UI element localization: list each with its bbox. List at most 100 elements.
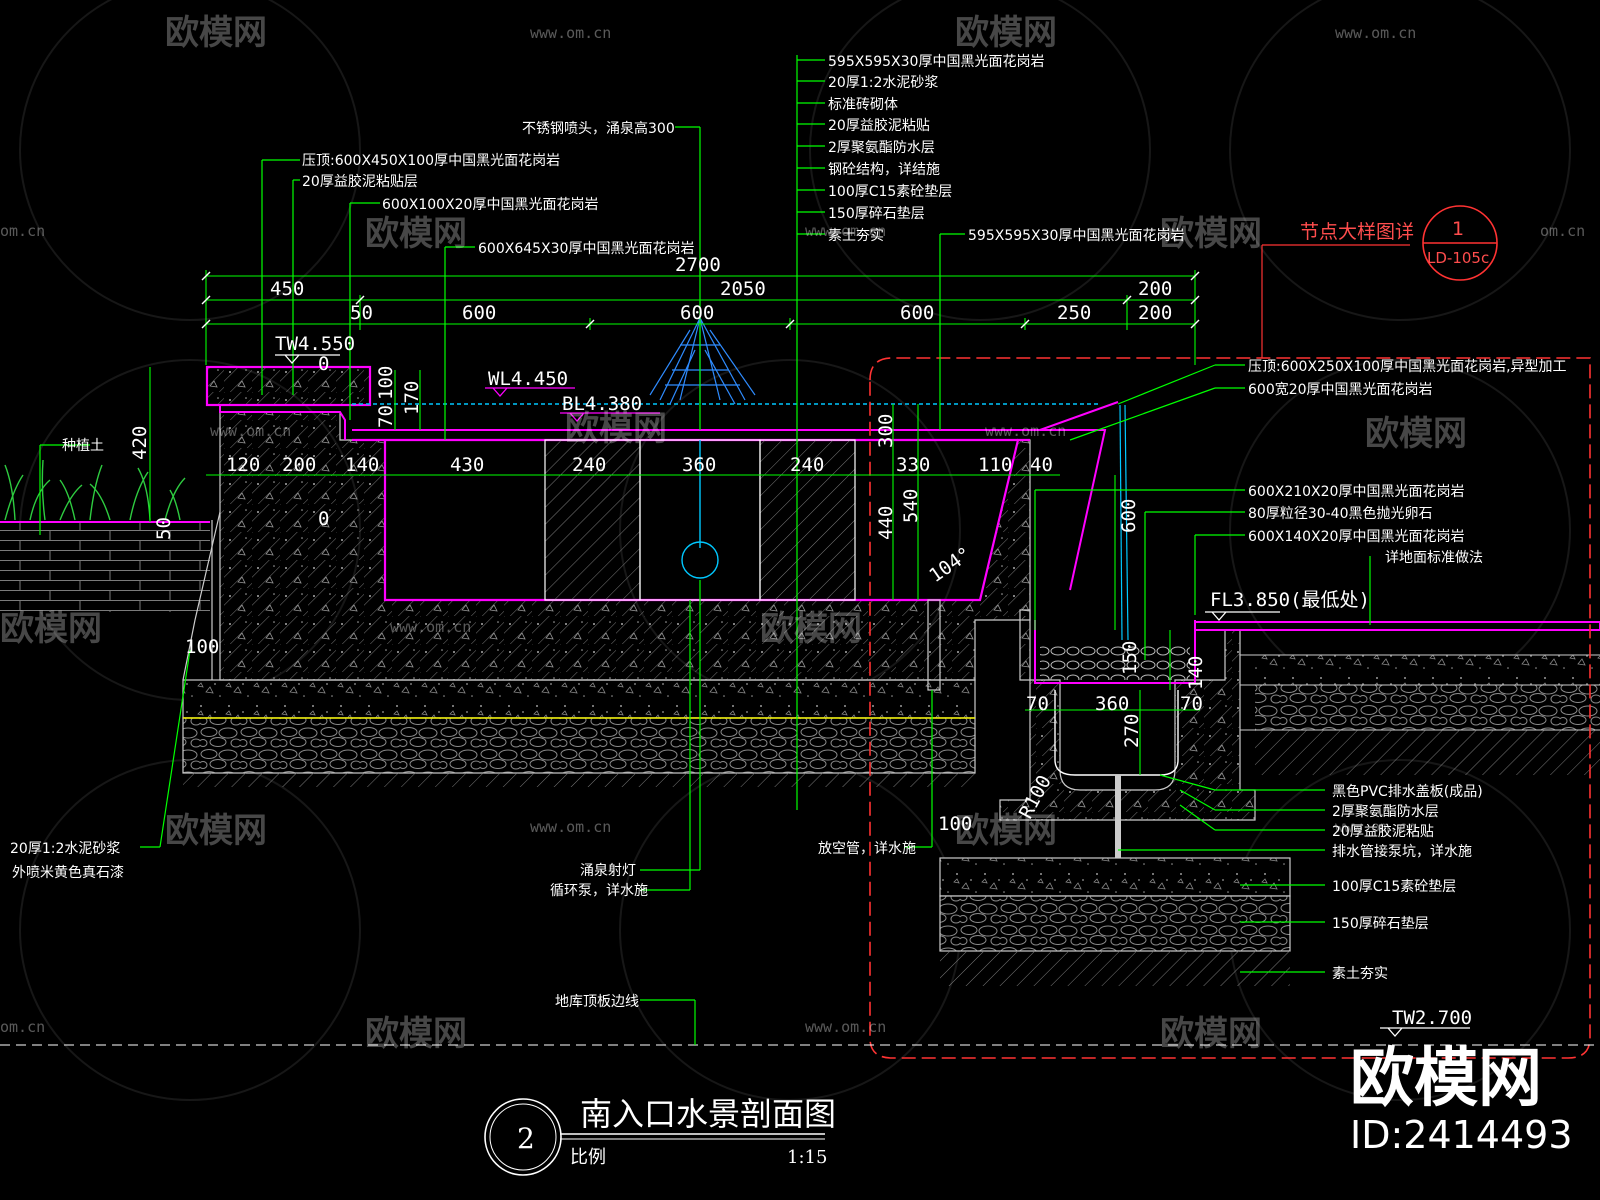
dim-v-70: 70 [375, 405, 397, 428]
dim-v-150: 150 [1119, 641, 1141, 675]
title-scale-value: 1:15 [787, 1147, 827, 1168]
note-right-waterproof: 2厚聚氨酯防水层 [1332, 804, 1439, 820]
watermark-url: www.om.cn [530, 24, 611, 42]
note-nozzle: 不锈钢喷头，涌泉高300 [522, 120, 675, 137]
watermark-url: www.om.cn [805, 1018, 886, 1036]
dim-v-600: 600 [1118, 499, 1140, 533]
note-granite-595: 595X595X30厚中国黑光面花岗岩 [968, 228, 1184, 244]
dimension-ticks [201, 271, 1200, 329]
note-right-adhesive: 20厚益胶泥粘贴 [1332, 823, 1434, 840]
dim-row2-3: 600 [680, 302, 714, 324]
watermark-logo: 欧模网 [955, 811, 1057, 851]
dim-basin-6: 360 [682, 454, 716, 476]
watermark-logo: 欧模网 [365, 1014, 467, 1054]
watermark-url: www.om.cn [1335, 818, 1416, 836]
dim-basin-5: 240 [572, 454, 606, 476]
runnel-structure [939, 404, 1600, 986]
watermark-url: om.cn [0, 222, 45, 240]
watermark-url: www.om.cn [985, 422, 1066, 440]
watermark-url: om.cn [1540, 222, 1585, 240]
dim-zero-2: 0 [318, 508, 329, 530]
dim-basin-4: 430 [450, 454, 484, 476]
watermark-logo: 欧模网 [1365, 414, 1467, 454]
right-notes: 压顶:600X250X100厚中国黑光面花岗岩,异型加工 600宽20厚中国黑光… [1248, 359, 1567, 982]
level-labels: TW4.550 WL4.450 BL4.380 FL3.850(最低处) TW2… [275, 333, 1472, 1029]
note-granite-100: 600X100X20厚中国黑光面花岗岩 [382, 197, 598, 213]
dim-left-100: 100 [185, 636, 219, 658]
dim-v-300: 300 [875, 414, 897, 448]
watermark-url: www.om.cn [210, 422, 291, 440]
note-right-pvc: 黑色PVC排水盖板(成品) [1332, 783, 1483, 800]
level-tw-top: TW4.550 [275, 333, 355, 355]
note-right-pebble: 80厚粒径30-40黑色抛光卵石 [1248, 505, 1433, 522]
big-watermark-logo: 欧模网 [1350, 1042, 1542, 1116]
dim-v-100: 100 [375, 366, 397, 400]
watermark-logo: 欧模网 [0, 609, 102, 649]
dim-row1-1: 450 [270, 278, 304, 300]
dim-v-440: 440 [875, 506, 897, 540]
note-vent-pipe: 放空管，详水施 [818, 841, 916, 857]
dimension-lines [149, 270, 1200, 775]
note-right-coping: 压顶:600X250X100厚中国黑光面花岗岩,异型加工 [1248, 359, 1567, 375]
note-mortar: 20厚1:2水泥砂浆 [10, 841, 120, 857]
dim-zero-1: 0 [318, 353, 329, 375]
dim-drain-2: 360 [1095, 693, 1129, 715]
watermark-logo: 欧模网 [1160, 1014, 1262, 1054]
left-notes: 种植土 20厚1:2水泥砂浆 外喷米黄色真石漆 [10, 438, 124, 881]
dim-v-140: 140 [1185, 656, 1207, 690]
watermark-url: www.om.cn [390, 618, 471, 636]
note-planting-soil: 种植土 [62, 438, 104, 454]
watermark-url: www.om.cn [530, 818, 611, 836]
dim-row2-2: 600 [462, 302, 496, 324]
level-bl: BL4.380 [562, 393, 642, 415]
note-fountain-light: 涌泉射灯 [580, 862, 636, 879]
watermark-url: www.om.cn [1335, 24, 1416, 42]
dim-angle: 104° [925, 543, 975, 587]
note-center-9: 素土夯实 [828, 228, 884, 244]
detail-ref-sheet: LD-105c [1427, 249, 1489, 267]
detail-ref-number: 1 [1452, 218, 1464, 240]
note-right-soil: 素土夯实 [1332, 966, 1388, 982]
dim-row1-3: 200 [1138, 278, 1172, 300]
dim-basin-1: 120 [226, 454, 260, 476]
note-center-1: 595X595X30厚中国黑光面花岗岩 [828, 54, 1044, 70]
watermark-logo: 欧模网 [165, 811, 267, 851]
note-center-5: 2厚聚氨酯防水层 [828, 140, 935, 156]
note-right-gravel: 150厚碎石垫层 [1332, 916, 1429, 932]
note-paint: 外喷米黄色真石漆 [12, 864, 124, 881]
detail-ref-label: 节点大样图详 [1300, 221, 1414, 243]
note-center-7: 100厚C15素砼垫层 [828, 184, 952, 200]
title-name: 南入口水景剖面图 [580, 1095, 836, 1133]
watermark-logo: 欧模网 [365, 214, 467, 254]
dim-v-170: 170 [401, 381, 423, 415]
note-coping: 压顶:600X450X100厚中国黑光面花岗岩 [302, 153, 560, 169]
watermark-logo: 欧模网 [760, 609, 862, 649]
dim-v-50: 50 [153, 517, 175, 540]
dim-pit-100: 100 [938, 813, 972, 835]
planting-soil [0, 459, 210, 612]
note-pump: 循环泵，详水施 [550, 883, 648, 899]
note-center-3: 标准砖砌体 [828, 97, 898, 113]
note-center-4: 20厚益胶泥粘贴 [828, 117, 930, 134]
detail-boundary [869, 357, 1591, 1059]
watermark-logo: 欧模网 [1160, 214, 1262, 254]
dim-overall: 2700 [675, 254, 721, 276]
dim-basin-9: 110 [978, 454, 1012, 476]
dim-row2-6: 200 [1138, 302, 1172, 324]
note-right-c15: 100厚C15素砼垫层 [1332, 879, 1456, 895]
dim-row1-2: 2050 [720, 278, 766, 300]
note-right-140: 600X140X20厚中国黑光面花岗岩 [1248, 529, 1464, 545]
dim-v-540: 540 [900, 489, 922, 523]
detail-ref-symbol [1422, 205, 1498, 281]
dim-drain-3: 70 [1180, 693, 1203, 715]
leader-lines [39, 55, 1410, 1045]
dim-row2-5: 250 [1057, 302, 1091, 324]
title-circle-number: 2 [517, 1122, 535, 1155]
level-tw-bottom: TW2.700 [1392, 1007, 1472, 1029]
dim-basin-10: 40 [1030, 454, 1053, 476]
fountain-spray [649, 317, 756, 405]
level-marker-symbols [275, 354, 1470, 1037]
dim-v-270: 270 [1121, 714, 1143, 748]
dim-row2-4: 600 [900, 302, 934, 324]
